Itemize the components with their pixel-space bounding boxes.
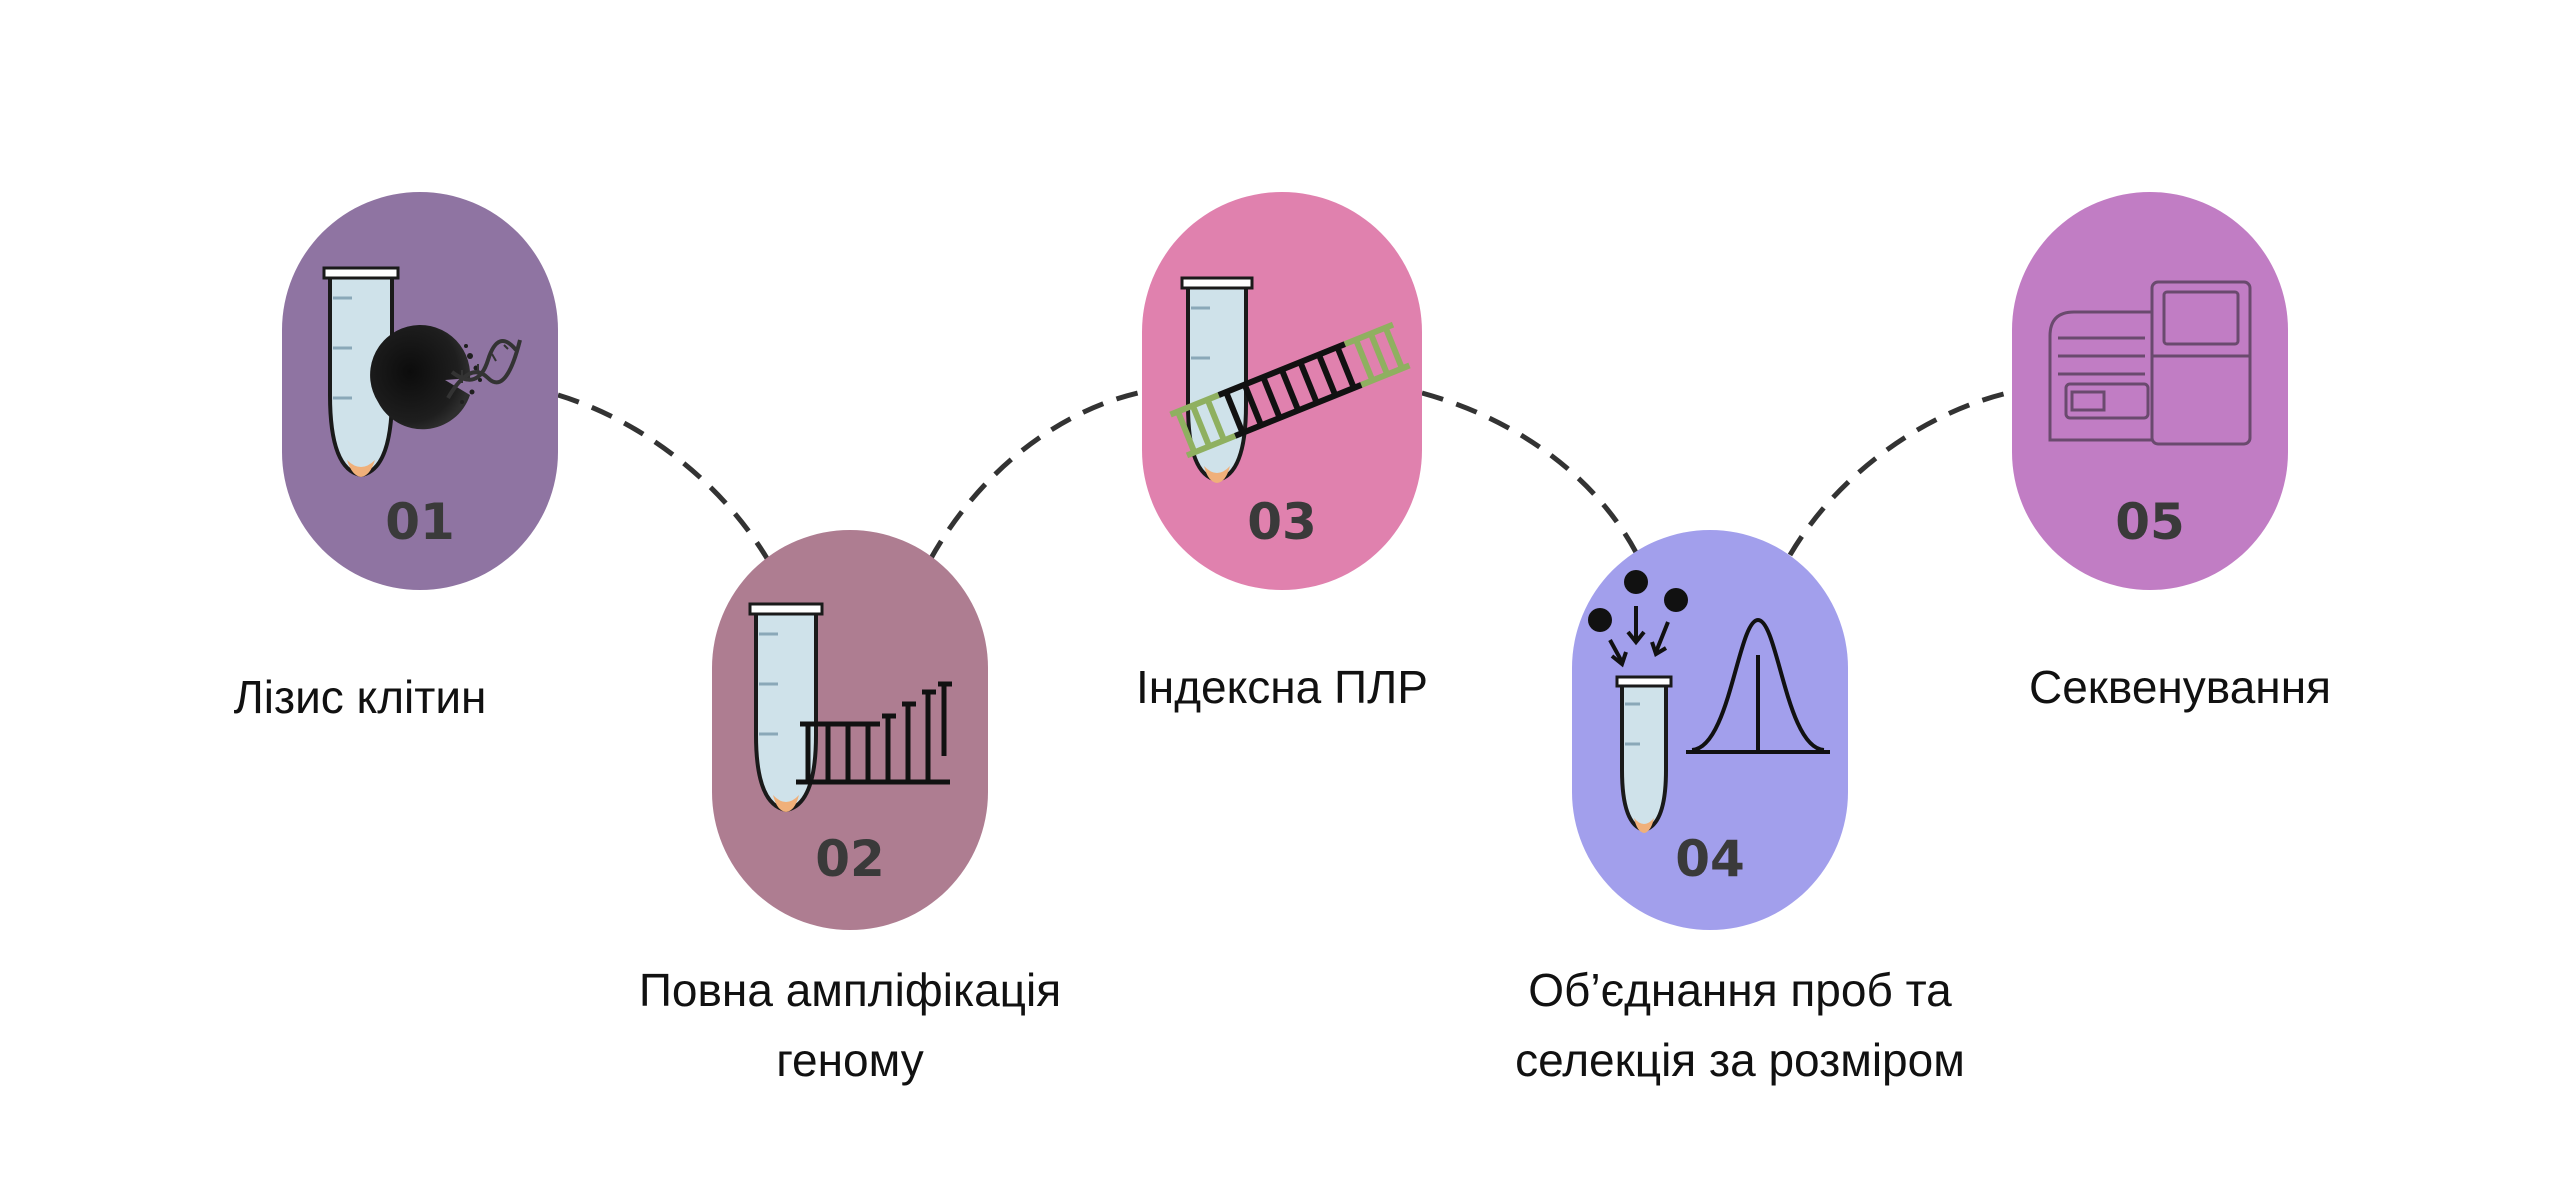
step-04-label-line-1: Об’єднання проб та	[1528, 964, 1952, 1016]
step-05-label: Секвенування	[1980, 652, 2380, 722]
step-02-label-line-2: геному	[776, 1034, 924, 1086]
step-02-number: 02	[815, 830, 885, 888]
step-01: 01	[282, 192, 558, 590]
step-04: 04	[1572, 530, 1848, 930]
connector-02-03	[927, 389, 1143, 562]
step-01-number: 01	[385, 493, 455, 551]
step-02-label-line-1: Повна ампліфікація	[638, 964, 1062, 1016]
step-04-label: Об’єднання проб та селекція за розміром	[1450, 955, 2030, 1095]
tube-index-pcr-icon	[1169, 276, 1411, 483]
tube-pooling-size-selection-icon	[1588, 570, 1830, 833]
step-05-label-line-1: Секвенування	[2028, 661, 2332, 713]
step-05: 05	[2012, 192, 2288, 590]
step-04-number: 04	[1675, 830, 1745, 888]
step-02: 02	[712, 530, 988, 930]
step-04-label-line-2: селекція за розміром	[1515, 1034, 1965, 1086]
step-05-number: 05	[2115, 493, 2185, 551]
connector-03-04	[1421, 390, 1643, 562]
step-03-number: 03	[1247, 493, 1317, 551]
tube-amplification-icon	[748, 602, 952, 813]
connector-04-05	[1787, 389, 2013, 557]
step-03: 03	[1142, 192, 1422, 590]
step-03-label: Індексна ПЛР	[1112, 652, 1452, 722]
sequencer-icon	[2048, 280, 2252, 446]
step-01-label: Лізис клітин	[210, 662, 510, 732]
connectors	[557, 389, 2013, 562]
connector-01-02	[557, 392, 771, 562]
step-03-label-line-1: Індексна ПЛР	[1136, 661, 1428, 713]
tube-cell-dna-icon	[322, 266, 522, 478]
step-02-label: Повна ампліфікація геному	[560, 955, 1140, 1095]
step-01-label-line-1: Лізис клітин	[233, 671, 487, 723]
